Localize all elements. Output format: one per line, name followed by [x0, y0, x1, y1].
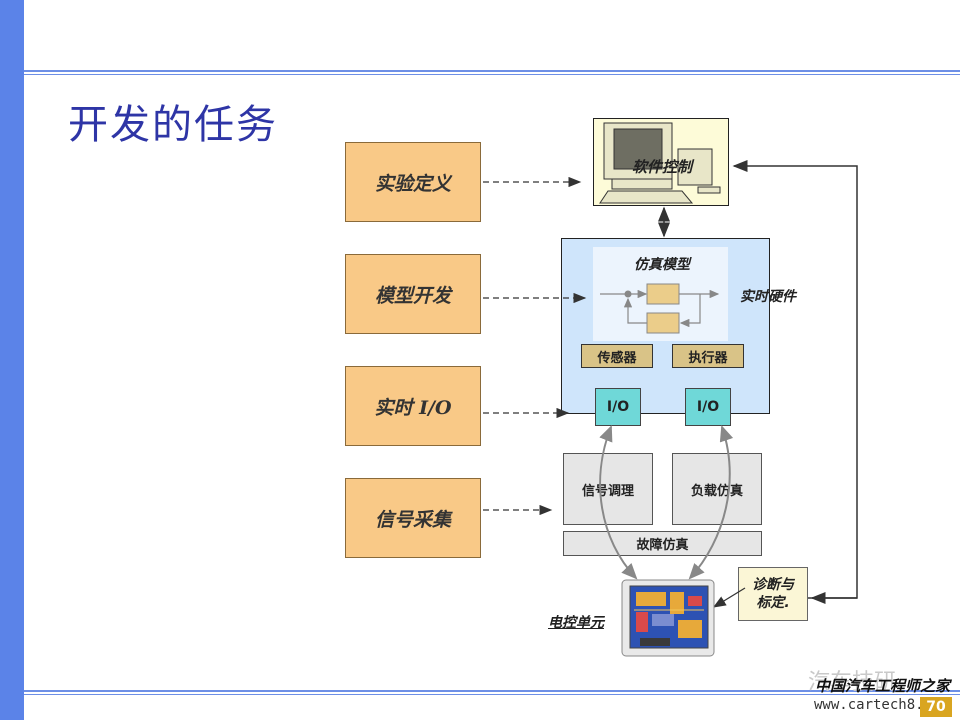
ecu-icon	[621, 579, 715, 657]
arrow-diag-to-ecu	[712, 587, 746, 608]
watermark-url: www.cartech8.com	[814, 697, 949, 713]
realtime-hardware-label: 实时硬件	[740, 289, 796, 305]
diagnosis-calibration-box: 诊断与 标定.	[738, 567, 808, 621]
step-signal-acquisition: 信号采集	[345, 478, 481, 558]
diag-label-line2: 标定.	[756, 595, 790, 611]
ecu-label: 电控单元	[548, 615, 604, 631]
software-control-label: 软件控制	[632, 158, 693, 176]
footer-rule-thin	[24, 694, 960, 695]
page-title: 开发的任务	[68, 102, 278, 148]
io-box-left: I/O	[595, 388, 641, 426]
diag-label-line1: 诊断与	[752, 577, 794, 593]
header-rule-thin	[24, 74, 960, 75]
actuator-box: 执行器	[672, 344, 744, 368]
header-rule	[24, 70, 960, 72]
curve-io-right-ecu	[688, 425, 734, 580]
left-accent-bar	[0, 0, 24, 720]
step-experiment-definition: 实验定义	[345, 142, 481, 222]
watermark-bottom: 中国汽车工程师之家	[815, 677, 951, 695]
watermark-top: 汽车技研	[808, 670, 897, 695]
curve-io-left-ecu	[599, 425, 638, 580]
sensor-box: 传感器	[581, 344, 653, 368]
step-model-development: 模型开发	[345, 254, 481, 334]
software-control-box	[593, 118, 729, 206]
sim-block-diagram	[600, 283, 720, 334]
page-number: 70	[920, 697, 952, 717]
sim-model-label: 仿真模型	[634, 257, 690, 273]
computer-icon	[599, 122, 721, 204]
footer-rule	[24, 690, 960, 692]
arrow-diag-to-software	[732, 160, 858, 599]
step-realtime-io: 实时 I/O	[345, 366, 481, 446]
